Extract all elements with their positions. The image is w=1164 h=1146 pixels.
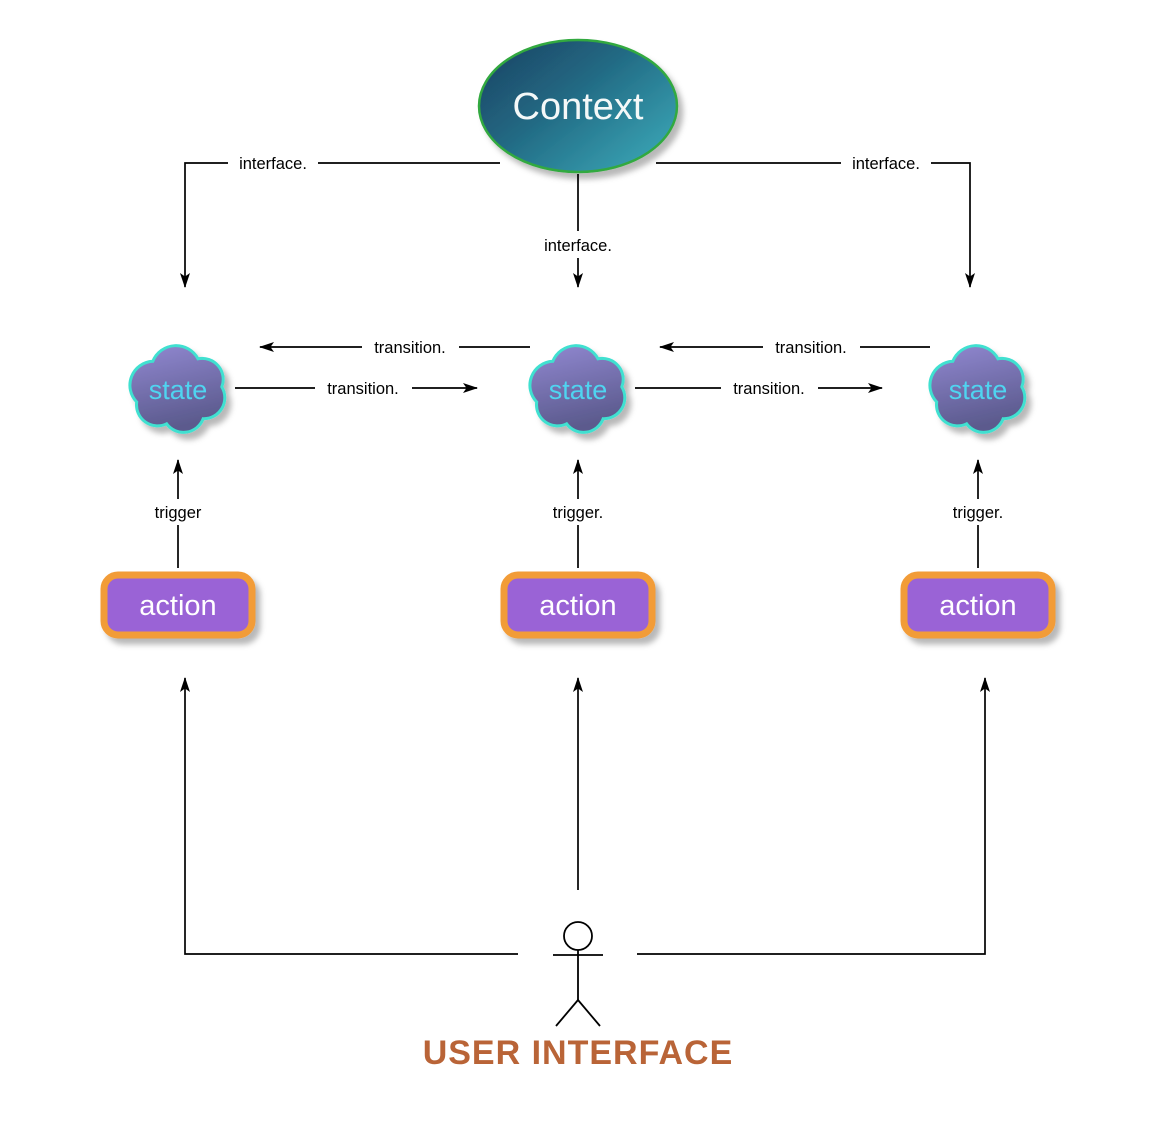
edge-label-text: transition. xyxy=(327,380,399,398)
edge-label-transition-back-left: transition. xyxy=(362,334,459,360)
action-node-center: action xyxy=(500,571,656,639)
edge-label-text: interface. xyxy=(239,155,307,173)
edge-label-text: trigger. xyxy=(953,504,1003,522)
state-cloud-icon xyxy=(528,344,627,434)
edge-label-interface-left: interface. xyxy=(228,150,318,176)
edge-label-text: transition. xyxy=(775,339,847,357)
state-node-center: state xyxy=(528,344,627,434)
state-label: state xyxy=(949,375,1008,405)
action-box xyxy=(100,571,256,639)
context-label: Context xyxy=(513,86,644,128)
edge-label-text: interface. xyxy=(544,237,612,255)
edge-label-trigger-center: trigger. xyxy=(544,499,612,525)
edge-label-trigger-right: trigger. xyxy=(944,499,1012,525)
user-interface-label: USER INTERFACE xyxy=(423,1034,734,1072)
ui-arrow-right xyxy=(637,677,990,955)
state-cloud-icon xyxy=(128,344,227,434)
user-actor-icon xyxy=(553,921,603,1027)
context-ellipse xyxy=(477,38,679,174)
edge-label-text: transition. xyxy=(733,380,805,398)
edge-label-interface-right: interface. xyxy=(841,150,931,176)
action-node-right: action xyxy=(900,571,1056,639)
state-node-left: state xyxy=(128,344,227,434)
edge-label-text: trigger. xyxy=(553,504,603,522)
ui-arrow-left xyxy=(180,677,518,955)
action-box xyxy=(900,571,1056,639)
edge-label-text: transition. xyxy=(374,339,446,357)
edge-label-text: interface. xyxy=(852,155,920,173)
context-node: Context xyxy=(477,38,679,174)
action-label: action xyxy=(139,590,216,622)
action-box xyxy=(500,571,656,639)
edge-label-text: trigger xyxy=(155,504,202,522)
edge-label-transition-forward-right: transition. xyxy=(721,375,818,401)
edge-label-trigger-left: trigger xyxy=(146,499,210,525)
action-node-left: action xyxy=(100,571,256,639)
state-cloud-icon xyxy=(928,344,1027,434)
action-label: action xyxy=(939,590,1016,622)
interface-arrow-left xyxy=(180,162,500,288)
interface-arrow-right xyxy=(656,162,975,288)
state-label: state xyxy=(549,375,608,405)
edge-label-transition-back-right: transition. xyxy=(763,334,860,360)
state-label: state xyxy=(149,375,208,405)
state-node-right: state xyxy=(928,344,1027,434)
edge-label-transition-forward-left: transition. xyxy=(315,375,412,401)
action-label: action xyxy=(539,590,616,622)
edge-label-interface-center: interface. xyxy=(531,231,625,258)
